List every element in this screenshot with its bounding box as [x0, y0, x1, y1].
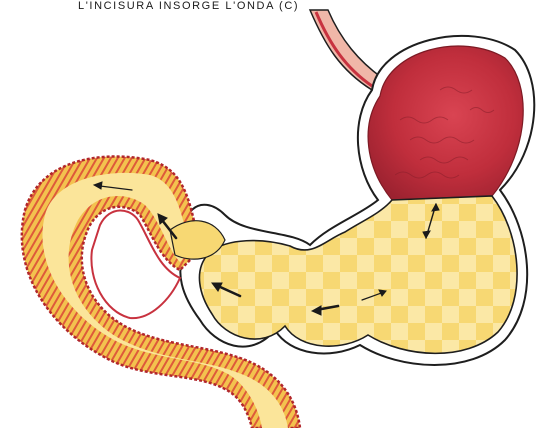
stomach-duodenum-diagram	[0, 0, 540, 428]
